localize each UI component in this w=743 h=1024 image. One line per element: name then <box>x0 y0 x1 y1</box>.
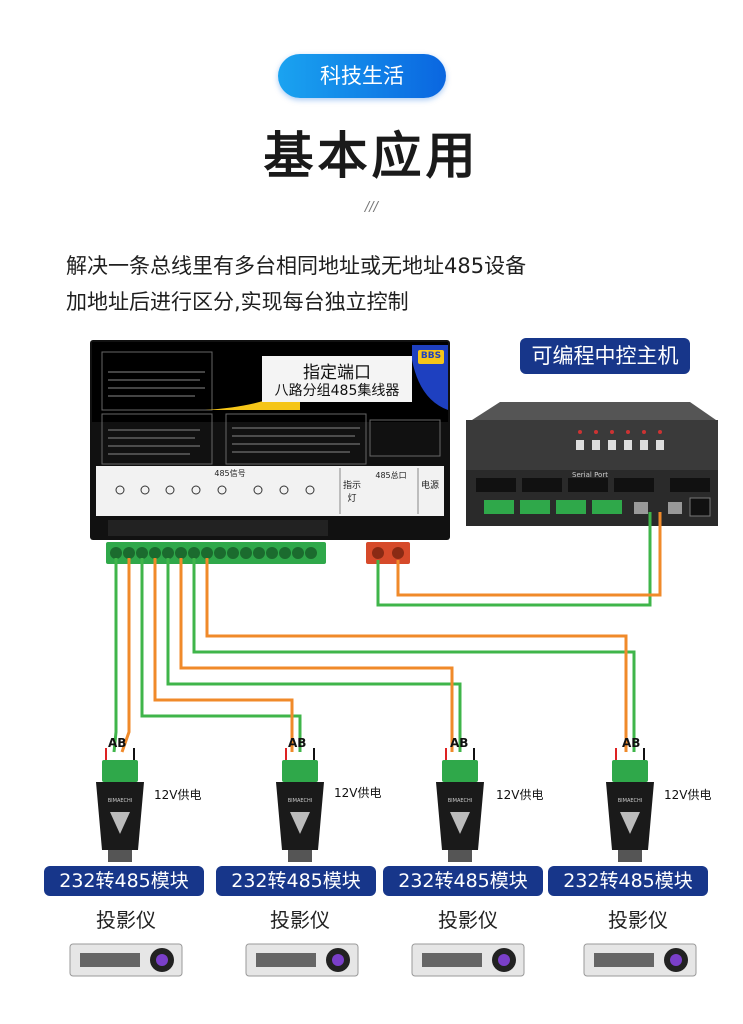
module-2-power: 12V供电 <box>334 786 382 800</box>
module-4-brand: BIMAECHI <box>617 798 643 804</box>
page-title: 基本应用 <box>263 127 480 185</box>
module-2-ab: AB <box>288 736 307 750</box>
projector-3-label: 投影仪 <box>438 908 498 932</box>
module-3-brand: BIMAECHI <box>447 798 473 804</box>
module-2-brand: BIMAECHI <box>287 798 313 804</box>
description-line-2: 加地址后进行区分,实现每台独立控制 <box>66 290 409 314</box>
module-1-label: 232转485模块 <box>44 866 204 896</box>
hub-power-label: 电源 <box>420 481 439 491</box>
title-divider: /// <box>364 200 379 215</box>
projector-2-label: 投影仪 <box>270 908 330 932</box>
hub-title-line-1: 指定端口 <box>303 363 371 383</box>
hub-port-label: 485信号 <box>214 469 246 478</box>
converter-modules <box>96 748 654 862</box>
module-3-label: 232转485模块 <box>383 866 543 896</box>
host-controller <box>466 402 718 526</box>
host-serial-label: Serial Port <box>572 471 608 479</box>
channel-wires <box>112 558 636 753</box>
module-1-ab: AB <box>108 736 127 750</box>
bus-wires <box>376 512 662 607</box>
category-badge: 科技生活 <box>278 54 446 98</box>
module-1-power: 12V供电 <box>154 788 202 802</box>
module-1-brand: BIMAECHI <box>107 798 133 804</box>
hub-logo: BBS <box>420 351 442 361</box>
module-2-label: 232转485模块 <box>216 866 376 896</box>
projectors <box>69 943 697 977</box>
module-4-power: 12V供电 <box>664 788 712 802</box>
hub-device <box>90 340 450 564</box>
hub-bus-label: 485总口 <box>375 471 407 480</box>
projector-4-label: 投影仪 <box>608 908 668 932</box>
module-3-ab: AB <box>450 736 469 750</box>
module-3-power: 12V供电 <box>496 788 544 802</box>
module-4-ab: AB <box>622 736 641 750</box>
host-controller-label: 可编程中控主机 <box>520 338 690 374</box>
hub-title-line-2: 八路分组485集线器 <box>274 383 400 399</box>
module-4-label: 232转485模块 <box>548 866 708 896</box>
hub-indicator-label: 指示灯 <box>342 481 361 504</box>
description-line-1: 解决一条总线里有多台相同地址或无地址485设备 <box>66 254 527 278</box>
projector-1-label: 投影仪 <box>96 908 156 932</box>
